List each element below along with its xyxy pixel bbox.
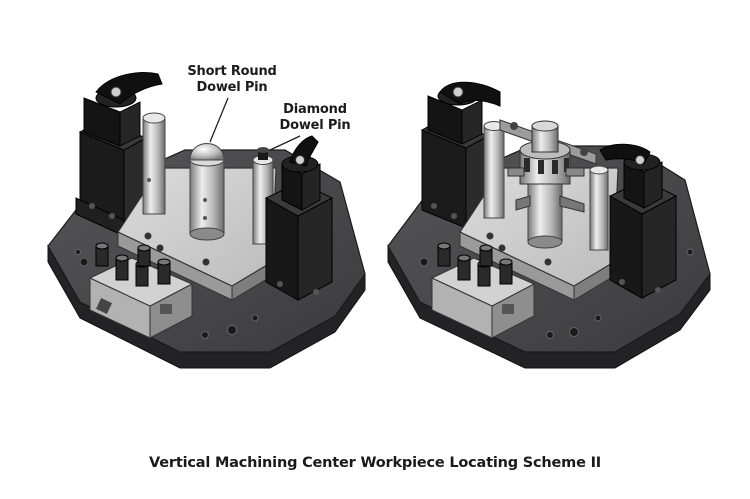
workpiece-assembly — [507, 120, 585, 249]
callout-line-1: Diamond — [283, 102, 347, 117]
fixture-right — [387, 81, 711, 369]
figure-caption: Vertical Machining Center Workpiece Loca… — [149, 455, 601, 471]
hydraulic-fittings-right — [437, 242, 513, 287]
swing-clamp-right-left-fixture — [264, 135, 334, 301]
support-post-right — [483, 121, 505, 219]
callout-short-round-dowel-pin: Short Round Dowel Pin — [186, 64, 278, 96]
hydraulic-fittings-left — [95, 242, 171, 287]
callout-diamond-dowel-pin: Diamond Dowel Pin — [270, 102, 360, 134]
leader-diamond — [269, 135, 301, 151]
callout-line-1: Short Round — [187, 64, 277, 79]
base-holes-left — [75, 249, 259, 339]
diamond-pin-post-right — [589, 165, 609, 251]
leader-short-round — [209, 97, 229, 143]
short-round-dowel-pin — [189, 143, 225, 241]
support-post-left — [142, 112, 166, 215]
base-holes-right — [419, 248, 694, 339]
fixture-left — [47, 72, 366, 369]
callout-line-2: Dowel Pin — [196, 80, 268, 95]
callout-line-2: Dowel Pin — [279, 118, 351, 133]
swing-clamp-right — [599, 143, 678, 299]
